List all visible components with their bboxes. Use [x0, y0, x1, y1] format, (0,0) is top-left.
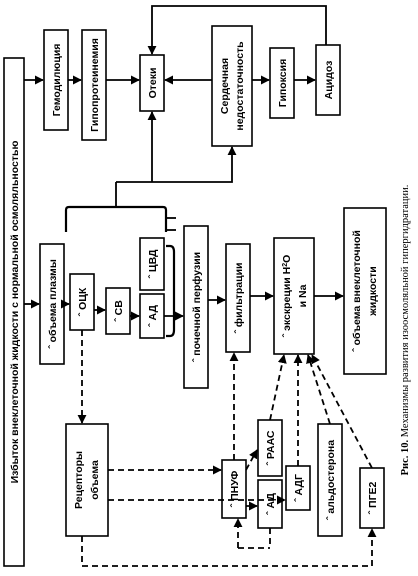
box-co: ˆ СВ — [105, 287, 131, 335]
label-ad2: ˆ АД — [265, 493, 277, 515]
arrow-acidosis-to-edema — [147, 5, 327, 55]
box-filtration: ˆ фильтрации — [225, 243, 251, 353]
label-pnuf: ˆ ПНУФ — [229, 471, 241, 508]
box-ad2: ˆ АД — [257, 479, 283, 529]
box-pnuf: ˆ ПНУФ — [221, 459, 247, 519]
box-adg: ˆ АДГ — [285, 465, 311, 511]
box-hypoxia: Гипоксия — [269, 47, 295, 119]
box-aldosterone: ˆ альдостерона — [317, 423, 343, 537]
label-excess-fluid: Избыток внеклеточной жидкости с нормальн… — [9, 141, 21, 484]
label-aldosterone: ˆ альдостерона — [325, 440, 337, 520]
arrow-pnuf-to-raas — [245, 449, 258, 471]
box-raas: ˆ РААС — [257, 419, 283, 477]
box-receptors: Рецепторы объема — [65, 423, 109, 537]
figure-caption: Рис. 10. Механизмы развития изоосмоляльн… — [400, 185, 411, 476]
box-pge2: ˆ ПГЕ2 — [359, 467, 385, 529]
label-ecf-volume-2: жидкости — [367, 266, 379, 316]
box-hypoproteinemia: Гипопротеинемия — [81, 29, 107, 141]
box-occ: ˆ ОЦК — [69, 273, 95, 331]
box-ecf-volume: ˆ объема внеклеточной жидкости — [343, 207, 387, 375]
label-plasma-volume: ˆ объема плазмы — [47, 259, 59, 349]
label-hypoxia: Гипоксия — [277, 59, 289, 107]
box-excess-fluid: Избыток внеклеточной жидкости с нормальн… — [3, 57, 25, 567]
label-heart-failure-1: Сердечная — [219, 58, 231, 114]
box-ap: ˆ АД — [139, 293, 165, 339]
label-edema: Отеки — [147, 68, 159, 99]
label-excretion: ˆ экскреции H2O — [281, 255, 293, 338]
box-renal-perfusion: ˆ почечной перфузии — [183, 225, 209, 389]
label-excretion-line2: и Na — [297, 284, 309, 307]
brace-volume-group — [64, 205, 168, 232]
dashed-arrows — [77, 330, 377, 567]
label-receptors-2: объема — [89, 460, 101, 500]
solid-arrows — [24, 5, 344, 321]
label-raas: ˆ РААС — [265, 430, 277, 465]
label-acidosis: Ацидоз — [323, 61, 335, 100]
label-receptors-1: Рецепторы — [73, 451, 85, 509]
label-renal-perfusion: ˆ почечной перфузии — [191, 252, 203, 362]
box-cvp: ˆ ЦВД — [139, 237, 165, 291]
arrow-hub-to-heartfailure — [152, 146, 237, 183]
label-occ: ˆ ОЦК — [77, 287, 89, 316]
arrow-receptors-to-pge2 — [81, 528, 377, 567]
arrow-raas-to-excretion — [269, 354, 287, 421]
label-hemodilution: Гемодилюция — [51, 44, 63, 117]
box-heart-failure: Сердечная недостаточность — [211, 25, 253, 147]
box-plasma-volume: ˆ объема плазмы — [39, 243, 65, 365]
label-pge2: ˆ ПГЕ2 — [367, 481, 379, 514]
arrow-pge2-to-excretion — [311, 354, 373, 469]
box-hemodilution: Гемодилюция — [43, 29, 69, 131]
box-excretion: ˆ экскреции H2O и Na — [273, 237, 315, 355]
label-ap: ˆ АД — [147, 305, 159, 327]
label-co: ˆ СВ — [113, 300, 125, 322]
label-heart-failure-2: недостаточность — [234, 41, 246, 131]
label-filtration: ˆ фильтрации — [233, 262, 245, 333]
label-hypoproteinemia: Гипопротеинемия — [89, 38, 101, 132]
arrow-aldosterone-to-excretion — [306, 354, 331, 425]
brace-cvp-ap — [166, 244, 176, 338]
box-acidosis: Ацидоз — [315, 44, 341, 116]
label-ecf-volume-1: ˆ объема внеклеточной — [351, 230, 363, 352]
box-edema: Отеки — [139, 54, 165, 112]
label-cvp: ˆ ЦВД — [147, 249, 159, 279]
label-adg: ˆ АДГ — [293, 474, 305, 502]
